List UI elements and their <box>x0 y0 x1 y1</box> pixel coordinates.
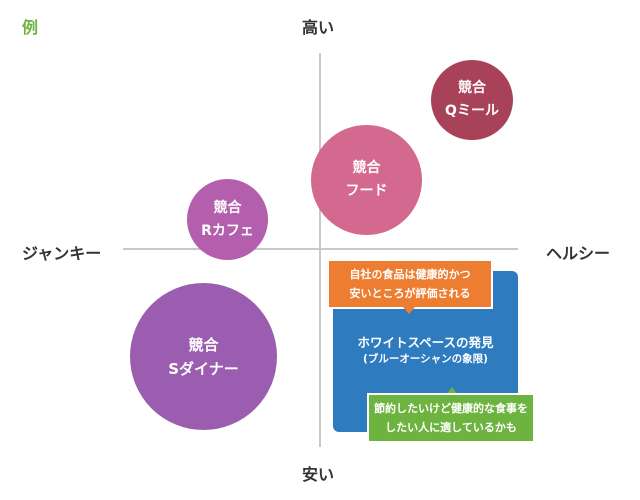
callout-line1: 自社の食品は健康的かつ <box>349 268 471 281</box>
horizontal-axis <box>123 248 518 250</box>
callout-line2: したい人に適しているかも <box>385 421 517 434</box>
axis-label-right: ヘルシー <box>546 244 611 263</box>
bubble-line1: 競合 <box>188 335 219 354</box>
competitor-bubble-r-cafe: 競合 Rカフェ <box>187 179 268 260</box>
bubble-line2: フード <box>345 183 388 199</box>
competitor-bubble-food: 競合 フード <box>311 125 422 235</box>
example-label: 例 <box>22 18 39 37</box>
callout-top: 自社の食品は健康的かつ 安いところが評価される <box>327 259 493 309</box>
bubble-line1: 競合 <box>213 199 242 216</box>
callout-bottom: 節約したいけど健康的な食事を したい人に適しているかも <box>367 393 535 443</box>
bubble-line1: 競合 <box>458 80 486 96</box>
bubble-line2: Sダイナー <box>168 359 239 378</box>
whitespace-subtitle: (ブルーオーシャンの象限) <box>363 353 488 365</box>
axis-label-left: ジャンキー <box>22 244 102 263</box>
bubble-line2: Rカフェ <box>201 222 254 239</box>
axis-label-bottom: 安い <box>302 465 335 484</box>
axis-label-top: 高い <box>302 18 335 37</box>
bubble-line2: Qミール <box>445 103 499 119</box>
callout-line1: 節約したいけど健康的な食事を <box>374 402 528 415</box>
whitespace-title: ホワイトスペースの発見 <box>357 335 494 350</box>
vertical-axis <box>319 53 321 447</box>
competitor-bubble-s-diner: 競合 Sダイナー <box>130 283 277 430</box>
callout-top-pointer <box>403 307 415 314</box>
callout-bottom-pointer <box>446 387 458 395</box>
callout-line2: 安いところが評価される <box>349 287 471 300</box>
bubble-line1: 競合 <box>352 160 381 176</box>
competitor-bubble-q-meal: 競合 Qミール <box>431 60 513 140</box>
